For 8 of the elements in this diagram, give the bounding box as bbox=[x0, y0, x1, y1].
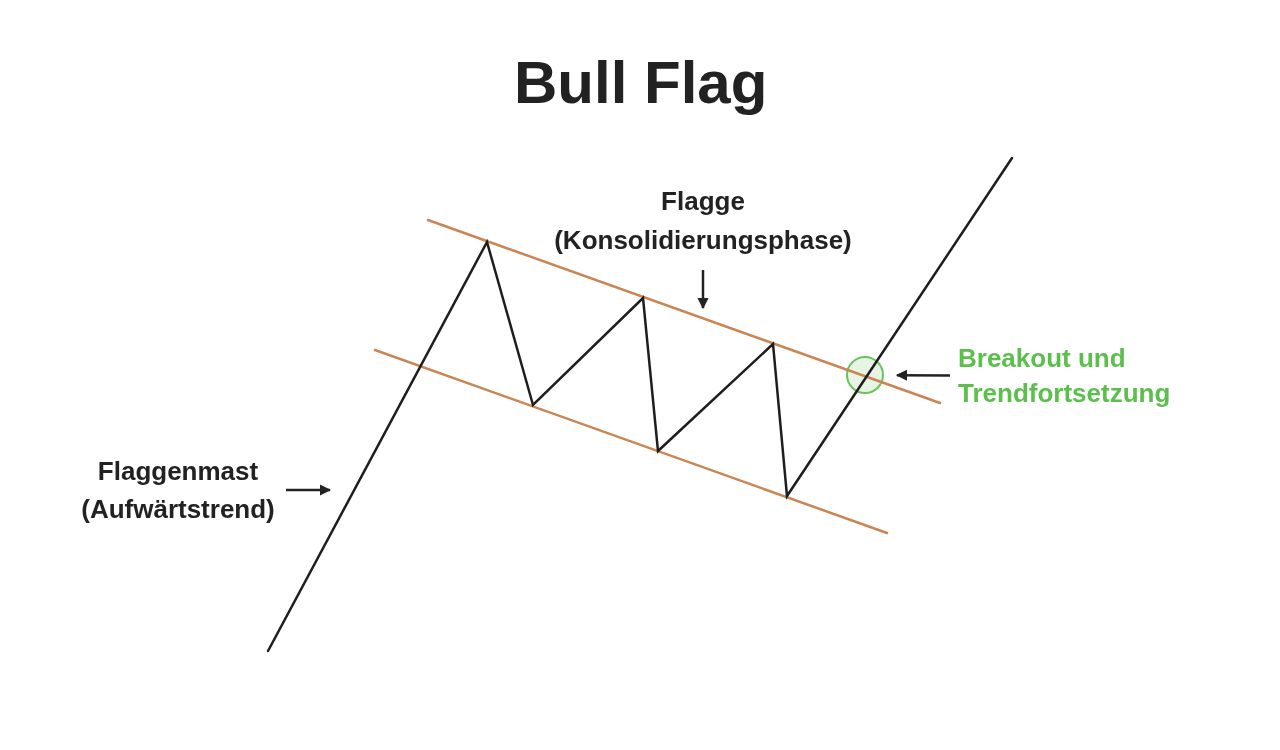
callout-label: Flaggenmast (Aufwärtstrend) bbox=[80, 452, 276, 528]
arrow bbox=[286, 484, 332, 496]
callout-label: Flagge (Konsolidierungsphase) bbox=[553, 182, 853, 260]
title: Bull Flag bbox=[514, 48, 768, 118]
breakout-circle bbox=[846, 356, 884, 394]
arrow bbox=[895, 369, 950, 381]
arrow bbox=[697, 270, 709, 310]
callout-label: Breakout und Trendfortsetzung bbox=[958, 341, 1173, 411]
